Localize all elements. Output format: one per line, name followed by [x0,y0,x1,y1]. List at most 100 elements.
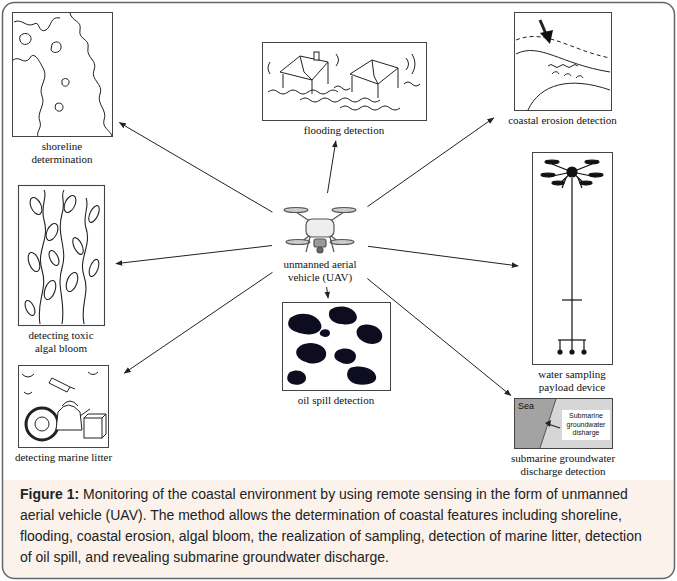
drone-illustration [306,237,310,252]
erosion-illustration [516,50,610,72]
image-panel: detecting toxic algal bloom [10,185,112,355]
picture-space [10,185,112,329]
algal-bloom-illustration [23,299,37,317]
marine-litter-illustration [62,401,78,406]
drone-illustration [330,237,334,252]
image-panel: detecting marine litter [6,365,121,464]
flooding-illustration [283,62,328,94]
arrow-connector [124,272,272,373]
flooding-illustration [406,58,409,70]
drone-illustration [332,208,356,213]
caption-body: Monitoring of the coastal environment by… [20,486,642,565]
picture-space [497,12,628,114]
flooding-illustration [300,56,312,80]
panel-label: coastal erosion detection [497,114,628,127]
water-sampler-illustration [559,340,560,350]
water-sampler-illustration [589,173,603,177]
arrow-connector [327,287,329,298]
drone-illustration [314,239,326,247]
oil-spill-illustration [347,366,376,384]
oil-spill-illustration [283,303,391,391]
flooding-illustration [352,68,398,98]
algal-bloom-illustration [42,279,58,301]
marine-litter-illustration [56,405,82,430]
groundwater-illustration [540,399,556,448]
erosion-illustration [528,83,610,110]
flooding-illustration [268,90,338,94]
arrow-connector [367,279,510,396]
shoreline-illustration [13,55,45,136]
panel-label: detecting toxic algal bloom [22,329,100,355]
erosion-illustration [516,36,610,58]
algal-bloom-illustration [26,251,42,273]
shoreline-illustration [55,103,63,111]
marine-litter-illustration [70,387,75,389]
panel-label: oil spill detection [282,394,390,407]
picture-space [522,152,622,368]
image-panel: shoreline determination [8,12,116,166]
oil-spill-illustration [288,314,321,335]
image-panel: water sampling payload device [522,152,622,394]
arrow-connector [119,123,272,213]
drone-illustration [286,240,310,245]
algal-bloom-illustration [82,198,87,324]
water-sampler-illustration [552,181,564,185]
oil-spill-illustration [357,324,383,344]
shoreline-illustration [14,18,60,31]
marine-litter-illustration [19,366,109,448]
water-sampler-illustration [533,153,613,365]
algal-bloom-illustration [64,271,80,293]
water-sampler-illustration [541,173,555,177]
oil-spill-illustration [320,329,330,337]
flooding-illustration [340,106,400,110]
water-sampler-illustration [571,178,572,340]
drone-illustration [284,208,356,254]
water-sampler-illustration [578,178,582,188]
panel-label: water sampling payload device [527,368,617,394]
figure-caption: Figure 1: Monitoring of the coastal envi… [20,484,657,568]
panel-label: submarine groundwater discharge detectio… [508,452,618,478]
algal-bloom-illustration [60,190,64,324]
marine-litter-illustration [84,414,106,438]
drone-illustration [330,240,354,245]
panel-label: flooding detection [264,124,424,137]
flooding-illustration [404,82,420,86]
water-sampler-illustration [580,181,592,185]
water-sampler-illustration [585,160,599,164]
algal-bloom-illustration [47,249,61,267]
erosion-illustration [540,30,553,44]
picture-space [262,42,426,124]
drone-illustration [284,208,308,213]
groundwater-illustration [515,399,613,449]
arrow-connector [368,246,518,266]
water-sampler-illustration [545,160,559,164]
erosion-illustration [552,72,583,78]
flooding-illustration [300,98,380,102]
algal-bloom-illustration [44,222,61,243]
picture-space [282,302,390,394]
water-sampler-illustration [571,340,572,350]
central-uav: unmanned aerial vehicle (UAV) [275,196,365,284]
flooding-illustration [314,52,319,60]
marine-litter-illustration [84,418,102,438]
shoreline-illustration [70,13,112,136]
shoreline-illustration [13,13,113,137]
water-sampler-illustration [583,340,584,350]
image-panel: flooding detection [262,42,426,137]
groundwater-illustration [515,399,556,448]
panel-label: shoreline determination [22,140,102,166]
marine-litter-illustration [19,366,109,448]
connector-group [116,118,518,396]
flooding-illustration [372,60,378,84]
algal-bloom-illustration [62,194,79,215]
shoreline-illustration [13,13,113,137]
flooding-illustration [350,60,398,84]
figure-frame [3,3,675,579]
flooding-illustration [280,56,328,80]
water-sampler-illustration [533,153,613,365]
flooding-illustration [263,43,427,121]
picture-space [6,365,121,451]
flooding-illustration [268,62,270,74]
water-sampler-illustration [570,350,574,354]
